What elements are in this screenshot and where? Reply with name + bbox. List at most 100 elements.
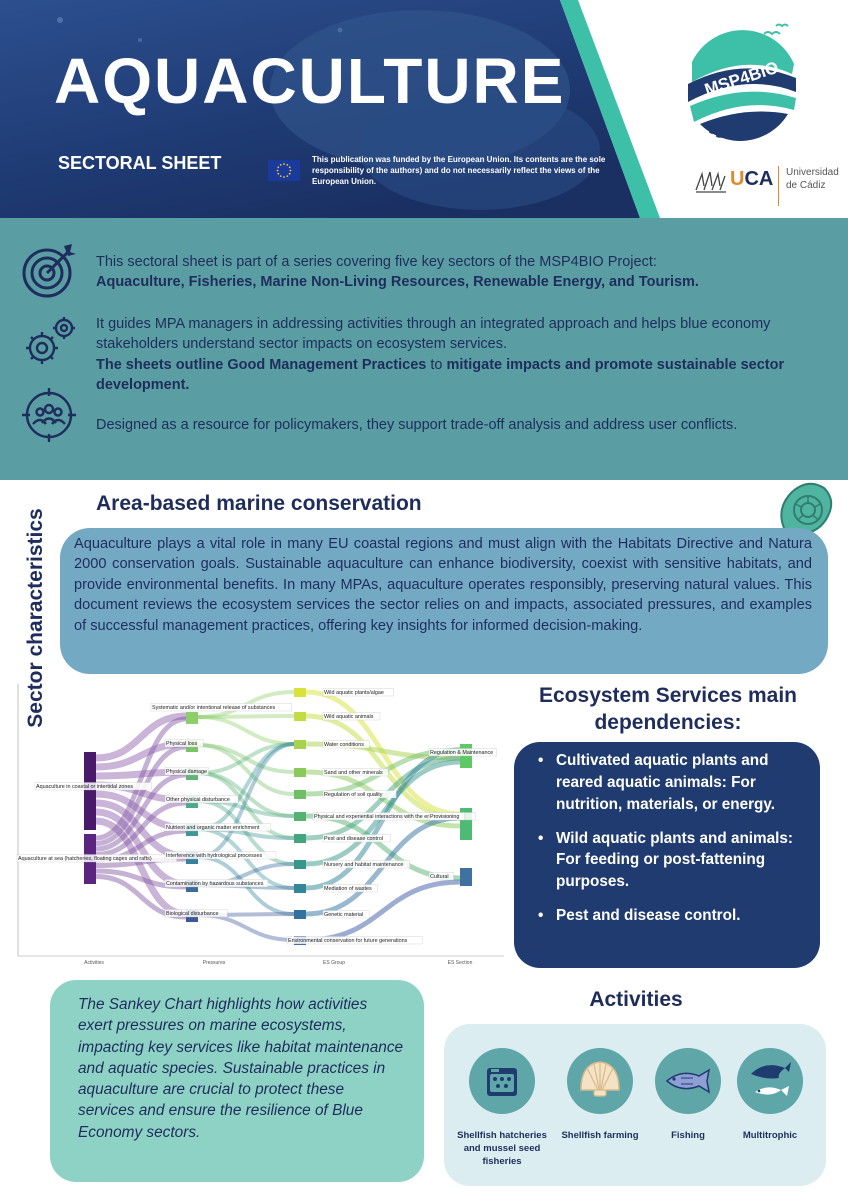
es-dependencies-box: Cultivated aquatic plants and reared aqu… (514, 742, 820, 968)
sankey-flow (95, 716, 187, 841)
sankey-label-bg (164, 879, 269, 888)
sankey-es-group-node (294, 834, 306, 843)
sankey-label-bg (322, 834, 391, 843)
sankey-node-label: Genetic material (324, 912, 363, 918)
intro-paragraph-series: This sectoral sheet is part of a series … (96, 252, 832, 293)
uca-abbr-u: U (730, 168, 745, 190)
activity-label: Shellfish farming (561, 1130, 639, 1141)
sankey-es-group-node (294, 688, 306, 697)
sankey-es-group-node (294, 712, 306, 721)
eu-flag-icon (268, 160, 300, 181)
sankey-label-bg (322, 740, 370, 749)
intro-paragraph-guidance: It guides MPA managers in addressing act… (96, 314, 832, 395)
header: AQUACULTURE SECTORAL SHEET This publicat… (0, 0, 848, 218)
sankey-label-bg (428, 812, 465, 821)
sankey-flow (197, 743, 295, 796)
sankey-label-bg (164, 767, 209, 776)
sankey-es-group-node (294, 910, 306, 919)
sankey-flow (95, 800, 187, 857)
sankey-es-group-node (294, 768, 306, 777)
sankey-label-bg (428, 748, 497, 757)
sankey-label-bg (34, 782, 152, 791)
es-dependencies-title: Ecosystem Services main dependencies: (539, 684, 797, 735)
sankey-flow (197, 771, 295, 840)
activity-hatcheries: Shellfish hatcheries and mussel seed fis… (452, 1048, 552, 1168)
activity-fishing: Fishing (638, 1048, 738, 1143)
sankey-flow (95, 744, 187, 846)
conservation-description-box: Aquaculture plays a vital role in many E… (60, 528, 828, 674)
multitrophic-icon (751, 1062, 791, 1096)
es-dependencies-list: Cultivated aquatic plants and reared aqu… (534, 750, 806, 927)
sankey-flow (197, 913, 295, 942)
intro-section: This sectoral sheet is part of a series … (0, 218, 848, 480)
sankey-note-box: The Sankey Chart highlights how activiti… (50, 980, 424, 1182)
sankey-node-label: Mediation of wastes (324, 886, 372, 892)
es-dependency-item: Cultivated aquatic plants and reared aqu… (534, 750, 806, 816)
sankey-label-bg (164, 795, 239, 804)
header-underwater-photo (0, 0, 660, 218)
sankey-label-bg (322, 712, 381, 721)
sankey-pressure-node (186, 712, 198, 724)
sankey-node-label: Environmental conservation for future ge… (288, 938, 408, 944)
sankey-label-bg (428, 872, 454, 881)
sankey-node-label: Aquaculture in coastal or intertidal zon… (36, 784, 133, 790)
activity-label: Shellfish hatcheries and mussel seed fis… (457, 1130, 547, 1167)
sankey-label-bg (164, 823, 271, 832)
intro-guidance-text: It guides MPA managers in addressing act… (96, 316, 771, 353)
es-dependency-item: Wild aquatic plants and animals: For fee… (534, 828, 806, 894)
sankey-chart: Aquaculture in coastal or intertidal zon… (16, 684, 504, 966)
sheet-subtitle: SECTORAL SHEET (58, 153, 222, 173)
uca-line-2: de Cádiz (786, 180, 826, 191)
sankey-label-bg (322, 884, 378, 893)
sankey-es-group-node (294, 740, 306, 749)
sankey-label-bg (322, 790, 397, 799)
intro-sector-list: Aquaculture, Fisheries, Marine Non-Livin… (96, 274, 699, 291)
es-dependency-item: Pest and disease control. (534, 905, 806, 927)
sankey-node-label: Provisioning (430, 814, 459, 820)
sankey-flow (197, 715, 295, 746)
sankey-flow (197, 771, 295, 818)
section-title-conservation: Area-based marine conservation (96, 492, 422, 515)
sankey-stage-label: ES Section (448, 960, 473, 966)
sankey-node-label: Other physical disturbance (166, 797, 230, 803)
sankey-node-label: Cultural (430, 874, 449, 880)
intro-gmp-connector: to (426, 356, 447, 373)
sankey-node-label: Biological disturbance (166, 911, 218, 917)
sankey-label-bg (322, 688, 394, 697)
sankey-stage-label: ES Group (323, 960, 345, 966)
uca-separator (778, 166, 779, 206)
sankey-flow (197, 714, 295, 719)
sankey-node-label: Water conditions (324, 742, 364, 748)
sankey-label-bg (164, 909, 228, 918)
sankey-node-label: Contamination by hazardous substances (166, 881, 264, 887)
sankey-stage-label: Pressures (203, 960, 226, 966)
page-title: AQUACULTURE (54, 45, 566, 117)
conservation-description-text: Aquaculture plays a vital role in many E… (74, 536, 812, 634)
community-target-icon (22, 388, 76, 442)
intro-series-text: This sectoral sheet is part of a series … (96, 254, 657, 270)
uca-university-name: Universidad de Cádiz (786, 166, 839, 192)
sankey-label-bg (164, 739, 204, 748)
sankey-flow (197, 799, 295, 866)
uca-emblem-icon (695, 171, 726, 193)
sankey-flow (95, 772, 187, 852)
sankey-label-bg (322, 860, 410, 869)
intro-paragraph-policymakers: Designed as a resource for policymakers,… (96, 417, 738, 433)
sankey-node-label: Nursery and habitat maintenance (324, 862, 403, 868)
activity-label: Multitrophic (742, 1130, 798, 1141)
sankey-es-section-node (460, 868, 472, 886)
sankey-node-label: Wild aquatic animals (324, 714, 374, 720)
sankey-flow (197, 742, 295, 775)
activity-shellfish-farming: Shellfish farming (550, 1048, 650, 1143)
sankey-node-label: Regulation of soil quality (324, 792, 383, 798)
sankey-flow (197, 743, 295, 774)
sankey-node-label: Interference with hydrological processes (166, 853, 262, 859)
sankey-flow (95, 712, 187, 762)
sankey-label-bg (322, 910, 370, 919)
activity-label: Fishing (671, 1130, 705, 1141)
activity-multitrophic: Multitrophic (720, 1048, 820, 1143)
hatchery-tank-icon (487, 1068, 517, 1096)
fish-icon (665, 1068, 711, 1094)
uca-line-1: Universidad (786, 167, 839, 178)
sankey-es-group-node (294, 860, 306, 869)
